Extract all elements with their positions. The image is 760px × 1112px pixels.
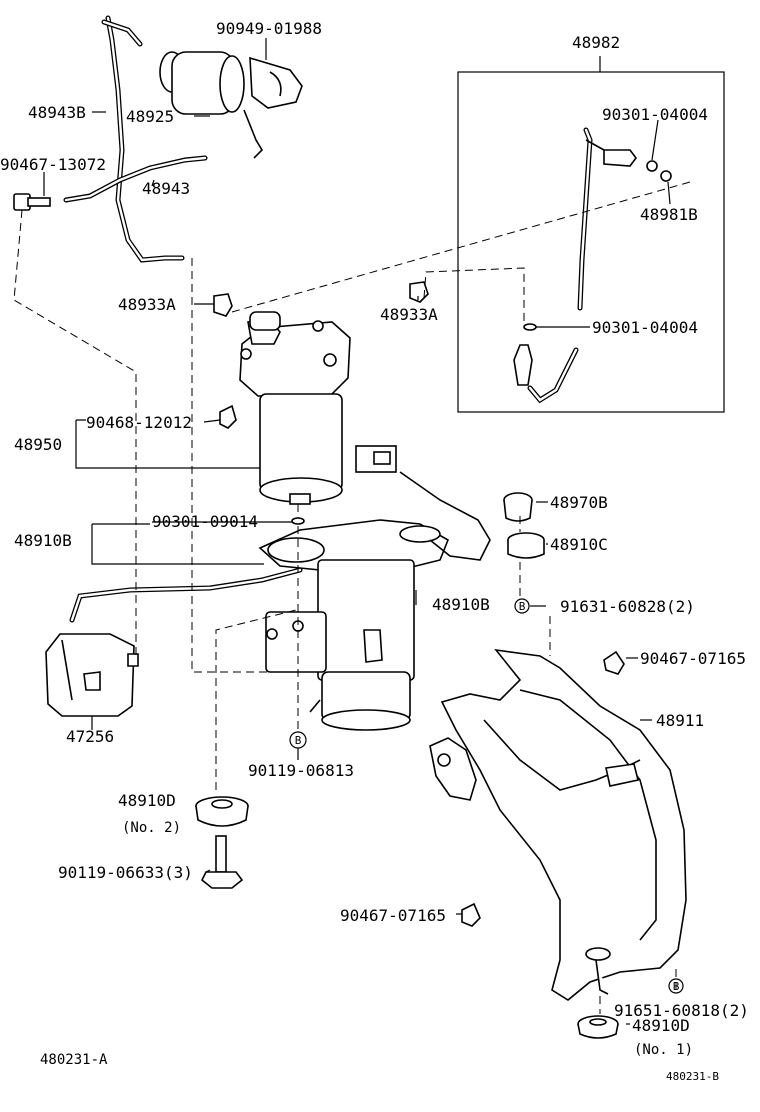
detail-box-48982 (457, 56, 725, 413)
hose-48943B (101, 15, 185, 263)
label-90949-01988: 90949-01988 (216, 19, 322, 38)
svg-text:B: B (519, 600, 526, 613)
label-no2: (No. 2) (122, 820, 181, 836)
bolt-marker-2: B (289, 731, 307, 749)
label-90301-09014: 90301-09014 (152, 512, 258, 531)
label-48910D-no1: 48910D (632, 1016, 690, 1035)
bracket-48911 (429, 648, 687, 1001)
clip-48933A-left (213, 293, 233, 317)
label-90467-13072: 90467-13072 (0, 155, 106, 174)
hose-48943 (63, 155, 208, 203)
label-48925: 48925 (126, 107, 174, 126)
label-48933A-right: 48933A (380, 305, 438, 324)
label-48910B-right: 48910B (432, 595, 490, 614)
label-90301-04004-b: 90301-04004 (592, 318, 698, 337)
bolt-90119-06633 (200, 835, 244, 889)
figure-id-left: 480231-A (40, 1052, 108, 1068)
filter-48925 (159, 51, 303, 159)
label-48911: 48911 (656, 711, 704, 730)
pump-48950 (239, 311, 351, 505)
label-48910B-left: 48910B (14, 531, 72, 550)
oring-90301-09014 (291, 517, 305, 525)
label-no1: (No. 1) (634, 1042, 693, 1058)
label-48933A-left: 48933A (118, 295, 176, 314)
label-91631-60828: 91631-60828(2) (560, 597, 695, 616)
label-90468-12012: 90468-12012 (86, 413, 192, 432)
label-48943B: 48943B (28, 103, 86, 122)
rubber-48970B (503, 492, 533, 522)
label-48970B: 48970B (550, 493, 608, 512)
relay-47256 (45, 633, 139, 717)
svg-text:B: B (295, 734, 302, 747)
label-47256: 47256 (66, 727, 114, 746)
bolt-90467-13072 (13, 193, 51, 211)
label-48982: 48982 (572, 33, 620, 52)
assembly-lines (13, 181, 691, 1014)
rubber-48910C (507, 532, 545, 559)
label-48910C: 48910C (550, 535, 608, 554)
clip-90467-07165-lower (461, 902, 481, 927)
label-90467-07165-a: 90467-07165 (640, 649, 746, 668)
label-90301-04004-a: 90301-04004 (602, 105, 708, 124)
label-48910D-no2: 48910D (118, 791, 176, 810)
figure-id-right: 480231-B (666, 1070, 719, 1083)
clip-90467-07165-upper (603, 650, 625, 675)
label-48981B: 48981B (640, 205, 698, 224)
label-48943: 48943 (142, 179, 190, 198)
svg-text:B: B (673, 980, 680, 993)
part-labels: 90949-01988 48943B 48925 90467-13072 489… (0, 19, 749, 1083)
label-90467-07165-b: 90467-07165 (340, 906, 446, 925)
grommet-48910D-no1 (577, 1015, 619, 1039)
label-48950: 48950 (14, 435, 62, 454)
grommet-48910D-no2 (195, 796, 249, 827)
clip-90468-12012 (219, 404, 237, 429)
bolt-marker-1: B (514, 598, 530, 614)
leader-lines (43, 38, 671, 1025)
label-91651-60818: 91651-60818(2) (614, 1001, 749, 1020)
bolt-marker-3: B (668, 978, 684, 994)
compressor-48910B (69, 445, 491, 731)
label-90119-06633: 90119-06633(3) (58, 863, 193, 882)
label-90119-06813: 90119-06813 (248, 761, 354, 780)
